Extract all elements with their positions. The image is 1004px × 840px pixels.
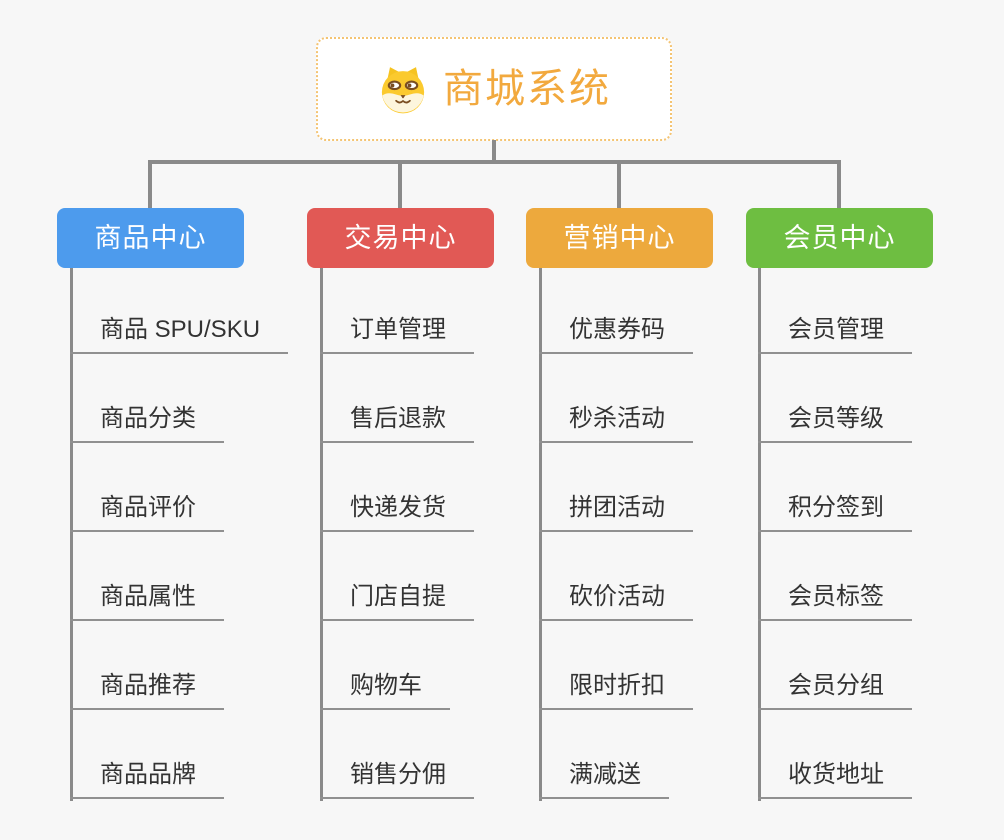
- leaf-node[interactable]: 快递发货: [320, 492, 474, 532]
- leaf-node[interactable]: 秒杀活动: [539, 403, 693, 443]
- connector-drop-3: [617, 160, 621, 208]
- doge-icon: [377, 63, 429, 115]
- leaf-node[interactable]: 积分签到: [758, 492, 912, 532]
- leaf-node[interactable]: 优惠券码: [539, 314, 693, 354]
- leaf-node[interactable]: 商品评价: [70, 492, 224, 532]
- leaf-node[interactable]: 商品属性: [70, 581, 224, 621]
- connector-drop-4: [837, 160, 841, 208]
- branch-node-marketing[interactable]: 营销中心: [526, 208, 713, 268]
- leaf-node[interactable]: 销售分佣: [320, 759, 474, 799]
- leaf-node[interactable]: 商品推荐: [70, 670, 224, 710]
- connector-branch-trunk-4: [758, 268, 761, 801]
- connector-drop-1: [148, 160, 152, 208]
- branch-node-member[interactable]: 会员中心: [746, 208, 933, 268]
- branch-node-trade[interactable]: 交易中心: [307, 208, 494, 268]
- leaf-node[interactable]: 会员管理: [758, 314, 912, 354]
- leaf-node[interactable]: 商品 SPU/SKU: [70, 314, 289, 354]
- leaf-node[interactable]: 满减送: [539, 759, 669, 799]
- leaf-node[interactable]: 商品品牌: [70, 759, 224, 799]
- connector-root-stem: [492, 140, 496, 162]
- leaf-node[interactable]: 会员等级: [758, 403, 912, 443]
- leaf-node[interactable]: 商品分类: [70, 403, 224, 443]
- leaf-node[interactable]: 收货地址: [758, 759, 912, 799]
- connector-branch-trunk-2: [320, 268, 323, 801]
- connector-bus: [148, 160, 841, 164]
- leaf-node[interactable]: 门店自提: [320, 581, 474, 621]
- leaf-node[interactable]: 订单管理: [320, 314, 474, 354]
- leaf-node[interactable]: 购物车: [320, 670, 450, 710]
- connector-branch-trunk-1: [70, 268, 73, 801]
- connector-drop-2: [398, 160, 402, 208]
- root-title: 商城系统: [443, 67, 611, 111]
- branch-node-product[interactable]: 商品中心: [57, 208, 244, 268]
- leaf-node[interactable]: 会员分组: [758, 670, 912, 710]
- leaf-node[interactable]: 限时折扣: [539, 670, 693, 710]
- leaf-node[interactable]: 砍价活动: [539, 581, 693, 621]
- connector-branch-trunk-3: [539, 268, 542, 801]
- leaf-node[interactable]: 售后退款: [320, 403, 474, 443]
- leaf-node[interactable]: 会员标签: [758, 581, 912, 621]
- leaf-node[interactable]: 拼团活动: [539, 492, 693, 532]
- root-node[interactable]: 商城系统: [316, 37, 672, 141]
